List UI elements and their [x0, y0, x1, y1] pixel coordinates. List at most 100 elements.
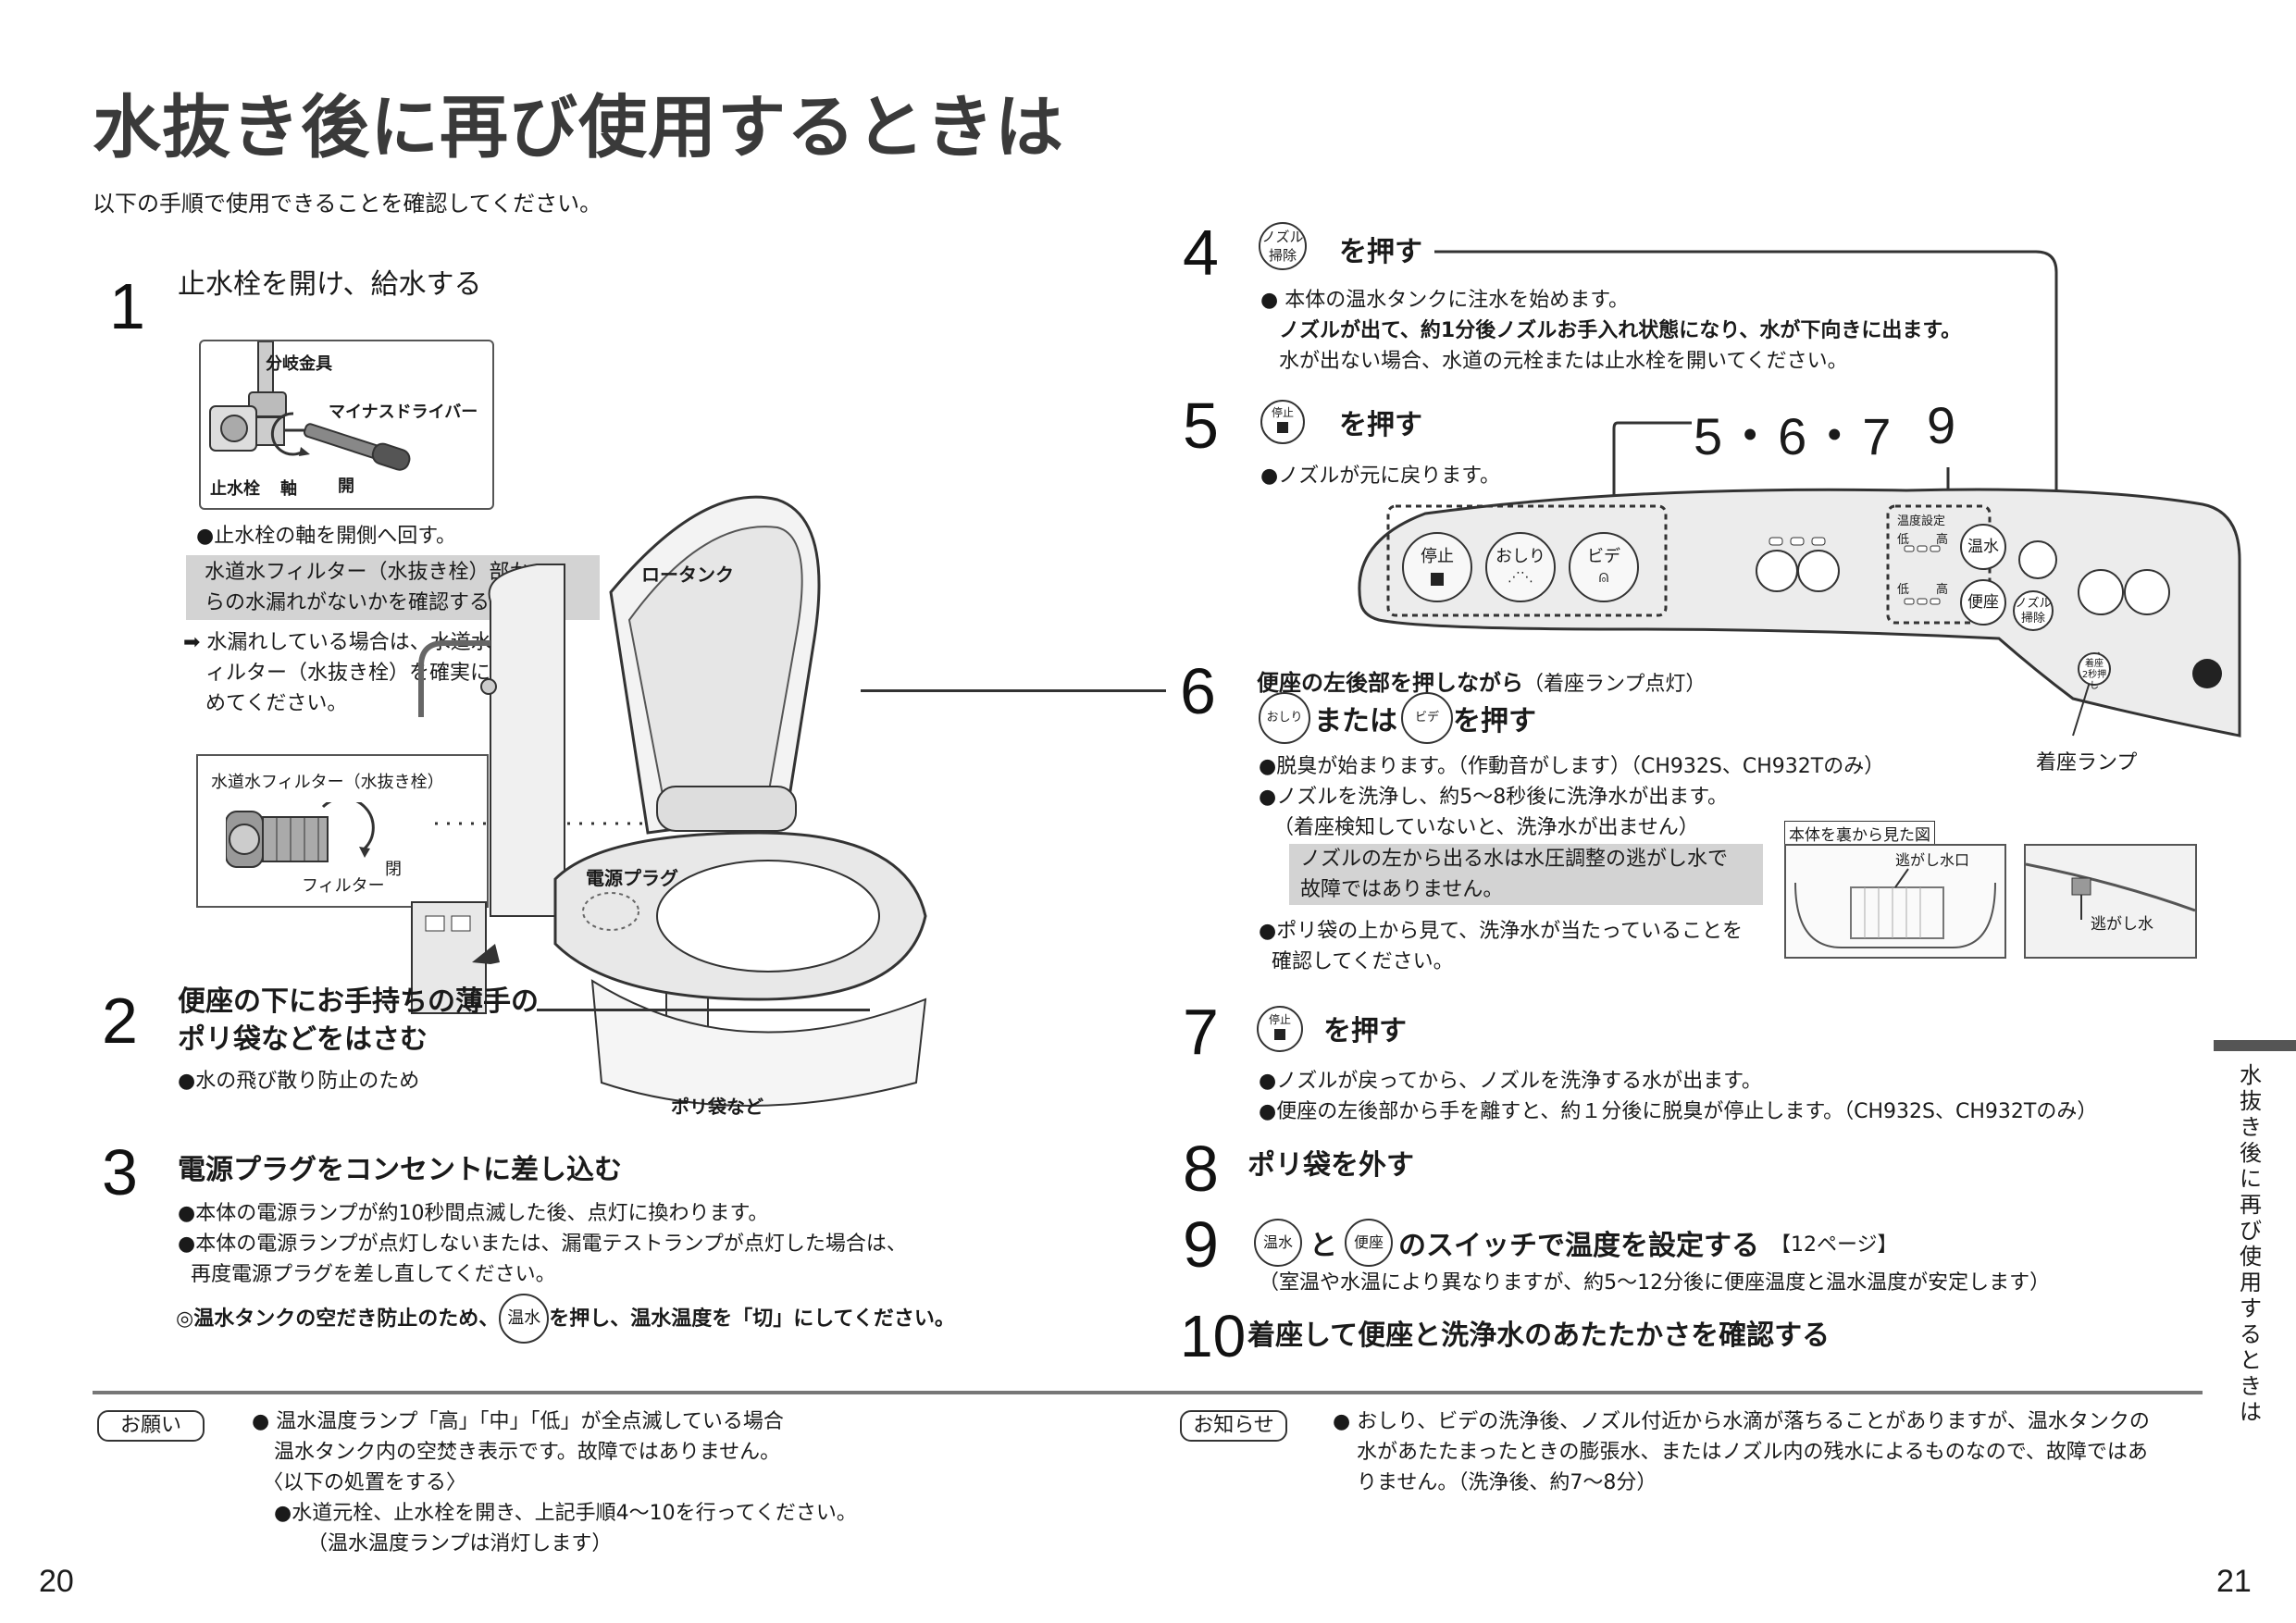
step6-action: を押す — [1453, 705, 1536, 737]
label-driver: マイナスドライバー — [329, 403, 478, 422]
label-valve: 止水栓 — [210, 479, 260, 499]
panel-bidet-label: ビデ — [1587, 547, 1620, 566]
rear-view-label: 逃がし水口 — [1895, 851, 1970, 869]
oshirase-line2: 水があたたまったときの膨張水、またはノズル内の残水によるものなので、故障ではあ — [1357, 1441, 2148, 1464]
step4-action: を押す — [1339, 236, 1422, 268]
step9-and: と — [1309, 1230, 1337, 1262]
step6-title-note: （着座ランプ点灯） — [1523, 673, 1706, 696]
onegai-line2: 温水タンク内の空焚き表示です。故障ではありません。 — [274, 1441, 781, 1464]
benza-button-icon: 便座 — [1345, 1219, 1393, 1267]
step3-bullet1: ●本体の電源ランプが約10秒間点滅した後、点灯に換わります。 — [178, 1202, 769, 1225]
step9-title: のスイッチで温度を設定する — [1398, 1230, 1759, 1262]
step6-action-row: おしり または ビデ を押す — [1259, 692, 1536, 744]
step5-line1: ●ノズルが元に戻ります。 — [1260, 465, 1500, 488]
panel-bidet-icon: ⍝ — [1598, 567, 1609, 587]
oshirase-line3: りません。（洗浄後、約7～8分） — [1357, 1471, 1657, 1494]
step4-leader-line — [1434, 250, 2058, 640]
oshirase-label: お知らせ — [1180, 1410, 1287, 1442]
nozzle-btn-line1: ノズル — [1261, 229, 1304, 245]
rear-view-figure: 逃がし水口 — [1784, 844, 2006, 959]
filter-figure: 水道水フィルター（水抜き栓） 閉 フィルター — [196, 754, 489, 908]
step7-number: 7 — [1183, 996, 1219, 1068]
step8-title: ポリ袋を外す — [1247, 1149, 1414, 1182]
label-plug: 電源プラグ — [586, 867, 678, 889]
step7-line2: ●便座の左後部から手を離すと、約１分後に脱臭が停止します。（CH932S、CH9… — [1259, 1100, 2098, 1123]
step6-gray1: ノズルの左から出る水は水圧調整の逃がし水で — [1300, 848, 1729, 871]
relief-water-label: 逃がし水 — [2091, 915, 2153, 934]
stop-square-icon — [1277, 422, 1288, 433]
panel-callout-a: 5・6・7 — [1694, 407, 1893, 465]
step1-bullet: ●止水栓の軸を開側へ回す。 — [196, 525, 456, 548]
footer-divider — [93, 1391, 2203, 1394]
step10-title: 着座して便座と洗浄水のあたたかさを確認する — [1247, 1319, 1831, 1352]
step4-line1: ● 本体の温水タンクに注水を始めます。 — [1260, 289, 1629, 312]
panel-seat-line2: 2秒押し — [2081, 670, 2107, 691]
step2-leader — [537, 1009, 870, 1011]
page-title: 水抜き後に再び使用するときは — [93, 88, 1064, 167]
stop-button-icon: 停止 — [1260, 400, 1305, 444]
stop-btn-text-2: 停止 — [1268, 1013, 1291, 1026]
step3-note-post: を押し、温水温度を「切」にしてください。 — [549, 1307, 955, 1331]
step5-number: 5 — [1183, 390, 1219, 462]
step1-gray-line1: 水道水フィルター（水抜き栓）部か — [205, 561, 530, 584]
rear-view-illustration — [1794, 868, 1996, 948]
step5-action: を押す — [1339, 409, 1422, 441]
step6-number: 6 — [1180, 655, 1216, 727]
stop-btn-text: 停止 — [1271, 406, 1294, 419]
label-tank: ロータンク — [641, 564, 734, 586]
onegai-line4: ●水道元栓、止水栓を開き、上記手順4～10を行ってください。 — [274, 1502, 857, 1525]
panel-oshiri-button[interactable]: おしり ⋰⋱ — [1485, 532, 1556, 602]
toilet-illustration — [411, 495, 927, 1107]
step6-body: ●脱臭が始まります。（作動音がします）（CH932S、CH932Tのみ） ●ノズ… — [1259, 751, 1884, 843]
step3-bullets: ●本体の電源ランプが約10秒間点滅した後、点灯に換わります。 ●本体の電源ランプ… — [178, 1198, 907, 1290]
step8-number: 8 — [1183, 1133, 1219, 1205]
step7-body: ●ノズルが戻ってから、ノズルを洗浄する水が出ます。 ●便座の左後部から手を離すと… — [1259, 1066, 2097, 1127]
step9-line1: （室温や水温により異なりますが、約5～12分後に便座温度と温水温度が安定します） — [1259, 1271, 2051, 1295]
step9-number: 9 — [1183, 1208, 1219, 1281]
step6-line1: ●脱臭が始まります。（作動音がします）（CH932S、CH932Tのみ） — [1259, 755, 1885, 778]
step2-bullet: ●水の飛び散り防止のため — [178, 1070, 420, 1093]
step9-page-ref[interactable]: 【12ページ】 — [1770, 1233, 1898, 1257]
step4-line2: ノズルが出て、約1分後ノズルお手入れ状態になり、水が下向きに出ます。 — [1279, 319, 1962, 342]
stop-button-icon-2: 停止 — [1257, 1006, 1303, 1052]
step3-number: 3 — [102, 1136, 138, 1208]
filter-label: フィルター — [302, 876, 385, 896]
panel-high-1: 高 — [1936, 533, 1949, 547]
panel-high-2: 高 — [1936, 583, 1949, 597]
page-number-right: 21 — [2216, 1564, 2252, 1599]
panel-oshiri-label: おしり — [1496, 547, 1545, 566]
step6-line3: （着座検知していないと、洗浄水が出ません） — [1273, 816, 1699, 839]
step2-title-line1: 便座の下にお手持ちの薄手の — [178, 985, 539, 1018]
step6-gray-note: ノズルの左から出る水は水圧調整の逃がし水で 故障ではありません。 — [1289, 844, 1763, 905]
stop-square-icon-2 — [1274, 1029, 1285, 1040]
step1-arrow-line2: ィルター（水抜き栓）を確実に閉 — [205, 662, 512, 685]
filter-close-label: 閉 — [385, 860, 402, 879]
step3-note: ◎温水タンクの空だき防止のため、 温水 を押し、温水温度を「切」にしてください。 — [176, 1294, 955, 1344]
step3-bullet2: ●本体の電源ランプが点灯しないまたは、漏電テストランプが点灯した場合は、 — [178, 1233, 907, 1256]
step2-number: 2 — [102, 985, 138, 1057]
step6-body2: ●ポリ袋の上から見て、洗浄水が当たっていることを 確認してください。 — [1259, 916, 1743, 977]
side-tab-text: 水抜き後に再び使用するときは — [2240, 1062, 2262, 1425]
panel-benza-button[interactable]: 便座 — [1960, 579, 2006, 626]
step6-title-row: 便座の左後部を押しながら（着座ランプ点灯） — [1257, 664, 1706, 697]
onsui-button-icon: 温水 — [499, 1294, 550, 1344]
panel-stop-button[interactable]: 停止 — [1402, 532, 1472, 602]
onegai-label: お願い — [97, 1410, 205, 1442]
step10-number: 10 — [1180, 1303, 1247, 1369]
panel-onsui-button[interactable]: 温水 — [1960, 524, 2006, 570]
step7-line1: ●ノズルが戻ってから、ノズルを洗浄する水が出ます。 — [1259, 1070, 1762, 1093]
panel-seat-lamp-label: 着座ランプ — [2036, 751, 2138, 774]
step9-title-row: 温水 と 便座 のスイッチで温度を設定する 【12ページ】 — [1254, 1219, 1898, 1267]
step3-title: 電源プラグをコンセントに差し込む — [178, 1154, 622, 1186]
step1-arrow-line3: めてください。 — [205, 692, 348, 715]
panel-bidet-button[interactable]: ビデ ⍝ — [1569, 532, 1639, 602]
step3-note-pre: ◎温水タンクの空だき防止のため、 — [176, 1307, 500, 1331]
step1-title: 止水栓を開け、給水する — [178, 268, 482, 301]
step6-or: または — [1314, 705, 1397, 737]
panel-nozzle-clean-button[interactable]: ノズル 掃除 — [2013, 590, 2054, 631]
onegai-line1: ● 温水温度ランプ「高」「中」「低」が全点滅している場合 — [252, 1410, 784, 1433]
nozzle-clean-button-icon: ノズル 掃除 — [1259, 222, 1307, 270]
step6-line4: ●ポリ袋の上から見て、洗浄水が当たっていることを — [1259, 920, 1743, 943]
panel-seat-button[interactable]: 着座 2秒押し — [2078, 652, 2111, 691]
oshirase-line1: ● おしり、ビデの洗浄後、ノズル付近から水滴が落ちることがありますが、温水タンク… — [1333, 1410, 2150, 1433]
